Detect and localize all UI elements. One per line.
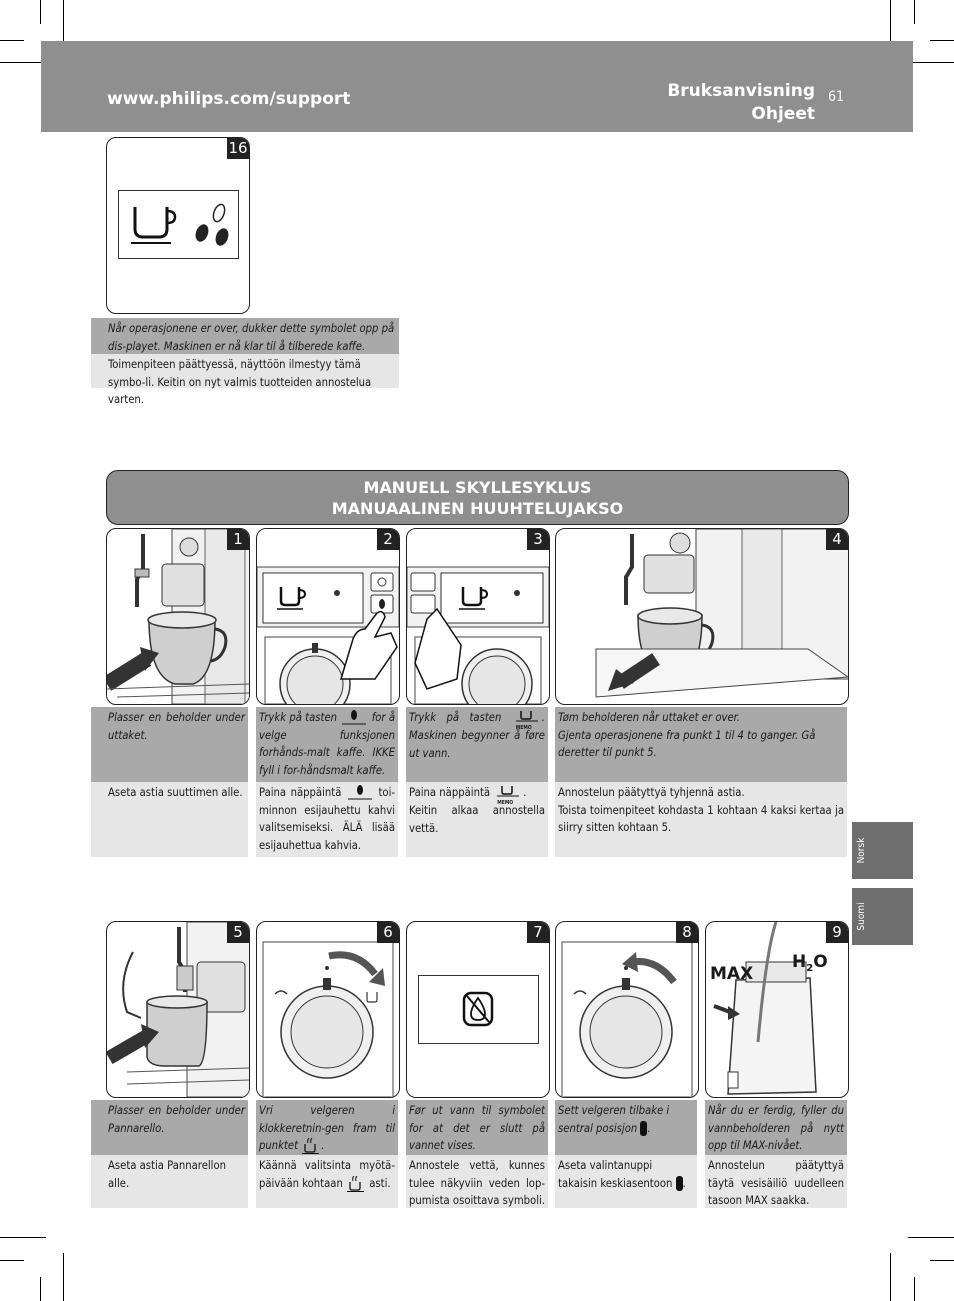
step-number: 6 xyxy=(377,922,399,943)
step-9-text-fi: Annostelun päätyttyä täytä vesisäiliö uu… xyxy=(705,1155,847,1208)
ground-coffee-key-icon xyxy=(340,710,368,726)
step-number: 7 xyxy=(527,922,549,943)
machine-with-cup-icon xyxy=(107,529,249,704)
crop-mark xyxy=(63,0,64,48)
step-4-illustration: 4 xyxy=(555,528,849,705)
crop-mark xyxy=(63,1253,64,1301)
turn-knob-clockwise-icon xyxy=(262,941,394,1097)
section-banner: MANUELL SKYLLESYKLUS MANUAALINEN HUUHTEL… xyxy=(106,470,849,525)
crop-mark xyxy=(930,40,954,41)
step-16-text-no: Når operasjonene er over, dukker dette s… xyxy=(91,318,399,354)
step-number: 8 xyxy=(676,922,698,943)
step-6-illustration: 6 xyxy=(256,921,400,1098)
step-16-text-fi: Toimenpiteen päättyessä, näyttöön ilmest… xyxy=(91,354,399,406)
page-number: 61 xyxy=(828,89,845,105)
step-1-illustration: 1 xyxy=(106,528,250,705)
section-title-fi: MANUAALINEN HUUHTELUJAKSO xyxy=(331,499,624,518)
header-title-no: Bruksanvisning xyxy=(667,81,815,101)
step-number: 2 xyxy=(377,529,399,550)
step-7-text-no: Før ut vann til symbolet for at det er s… xyxy=(406,1100,548,1155)
crop-mark xyxy=(914,0,915,24)
crop-mark xyxy=(0,62,46,63)
step-5-illustration: 5 xyxy=(106,921,250,1098)
step-7-text-fi: Annostele vettä, kunnes tulee näkyviin v… xyxy=(406,1155,548,1208)
section-title-no: MANUELL SKYLLESYKLUS xyxy=(363,478,592,497)
control-panel-press-memo-icon xyxy=(407,566,549,704)
header-title-fi: Ohjeet xyxy=(751,104,815,124)
step-2-illustration: 2 xyxy=(256,528,400,705)
step-2-text-fi: Paina näppäintä toi-minnon esijauhettu k… xyxy=(256,782,398,857)
step-8-illustration: 8 xyxy=(555,921,699,1098)
step-number: 9 xyxy=(826,922,848,943)
step-4-text-no: Tøm beholderen når uttaket er over. Gjen… xyxy=(555,707,847,782)
crop-mark xyxy=(0,1237,46,1238)
step-8-text-fi: Aseta valintanuppi takaisin keskiasentoo… xyxy=(555,1155,697,1208)
step-7-illustration: 7 xyxy=(406,921,550,1098)
hot-water-memo-key-icon: MEMO xyxy=(493,784,523,806)
step-5-text-no: Plasser en beholder under Pannarello. xyxy=(91,1100,248,1155)
step-2-text-no: Trykk på tasten for å velge funksjonen f… xyxy=(256,707,398,782)
step-6-text-no: Vri velgeren i klokkeretnin-gen fram til… xyxy=(256,1100,398,1155)
steam-cup-icon xyxy=(301,1138,321,1155)
step-3-text-fi: Paina näppäintä MEMO. Keitin alkaa annos… xyxy=(406,782,548,857)
h2o-label: H2O xyxy=(792,952,828,974)
water-tank-fill-icon xyxy=(713,922,817,1095)
hot-water-memo-key-icon: MEMO xyxy=(512,709,542,731)
crop-mark xyxy=(0,1260,24,1261)
step-8-text-no: Sett velgeren tilbake i sentral posisjon… xyxy=(555,1100,697,1155)
display-screen xyxy=(118,190,239,259)
crop-mark xyxy=(890,0,891,48)
display-screen xyxy=(418,975,539,1044)
ground-coffee-key-icon xyxy=(346,785,374,801)
crop-mark xyxy=(40,1277,41,1301)
step-1-text-no: Plasser en beholder under uttaket. xyxy=(91,707,248,782)
step-5-text-fi: Aseta astia Pannarellon alle. xyxy=(91,1155,248,1208)
page-header: www.philips.com/support Bruksanvisning O… xyxy=(41,41,913,132)
step-3-illustration: 3 xyxy=(406,528,550,705)
step-number: 3 xyxy=(527,529,549,550)
crop-mark xyxy=(930,1260,954,1261)
crop-mark xyxy=(908,1237,954,1238)
step-number: 4 xyxy=(826,529,848,550)
side-tab-suomi: Suomi xyxy=(852,888,913,945)
crop-mark xyxy=(908,62,954,63)
step-4-text-fi: Annostelun päätyttyä tyhjennä astia. Toi… xyxy=(555,782,847,857)
crop-mark xyxy=(40,0,41,24)
cup-ready-icon xyxy=(131,203,229,246)
crop-mark xyxy=(890,1253,891,1301)
remove-cup-icon xyxy=(595,529,848,698)
step-number: 1 xyxy=(227,529,249,550)
step-3-text-no: Trykk på tasten MEMO. Maskinen begynner … xyxy=(406,707,548,782)
step-6-text-fi: Käännä valitsinta myötä-päivään kohtaan … xyxy=(256,1155,398,1208)
step-number: 5 xyxy=(227,922,249,943)
side-tab-norsk: Norsk xyxy=(852,822,913,879)
control-panel-press-icon xyxy=(257,566,399,704)
step-9-text-no: Når du er ferdig, fyller du vannbeholder… xyxy=(705,1100,847,1155)
step-16-illustration: 16 xyxy=(106,137,250,314)
max-label: MAX xyxy=(710,964,754,984)
step-1-text-fi: Aseta astia suuttimen alle. xyxy=(91,782,248,857)
step-number: 16 xyxy=(227,138,249,159)
pannarello-cup-icon xyxy=(107,922,249,1097)
support-url[interactable]: www.philips.com/support xyxy=(107,89,351,109)
knob-center-position-icon xyxy=(675,1176,683,1192)
knob-center-position-icon xyxy=(640,1121,648,1137)
crop-mark xyxy=(914,1277,915,1301)
step-9-illustration: 9 MAX H2O xyxy=(705,921,849,1098)
steam-cup-icon xyxy=(346,1175,366,1192)
crop-mark xyxy=(0,40,24,41)
turn-knob-back-icon xyxy=(561,941,693,1097)
water-empty-icon xyxy=(462,991,494,1027)
